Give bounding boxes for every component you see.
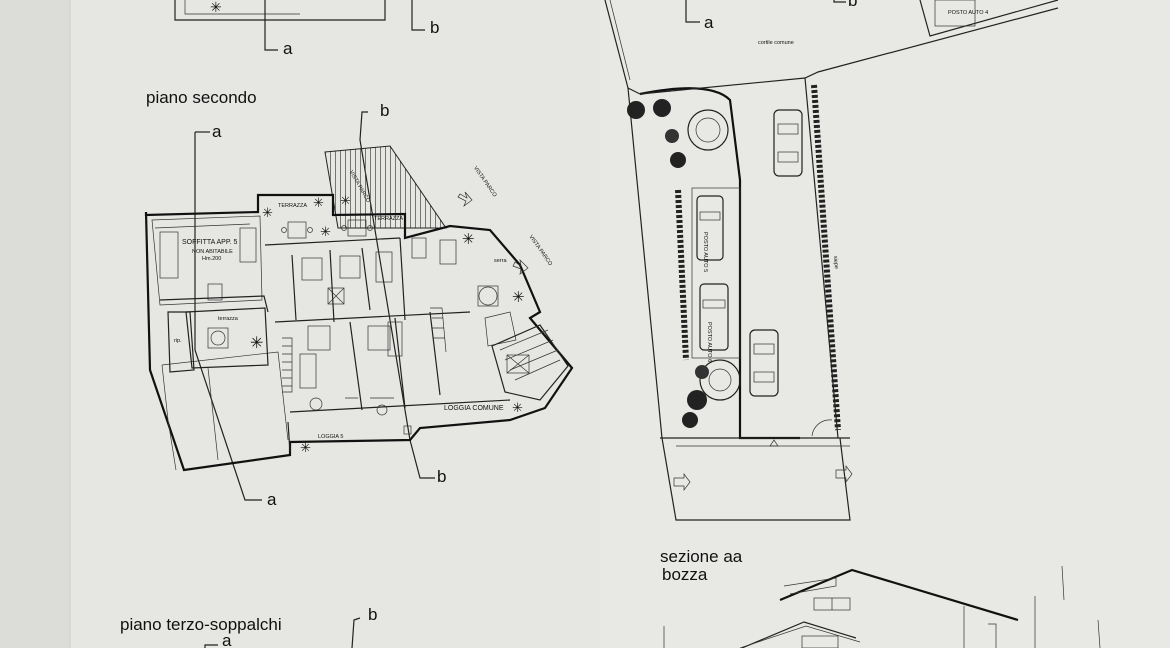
section-marker-a-bottom: a <box>222 631 232 648</box>
loggia-label: LOGGIA 5 <box>318 434 343 440</box>
second-floor-title: piano secondo <box>146 88 257 107</box>
section-title: sezione aa <box>660 547 743 566</box>
upper-plan-fragment: ✳ a b <box>174 0 439 58</box>
svg-text:✳: ✳ <box>300 440 311 455</box>
svg-text:✳: ✳ <box>512 400 523 415</box>
section-marker-a-left-bottom: a <box>267 490 277 509</box>
section-marker-a-left-top: a <box>212 122 222 141</box>
section-subtitle: bozza <box>662 565 708 584</box>
svg-text:✳: ✳ <box>210 0 222 15</box>
svg-text:✳: ✳ <box>313 195 324 210</box>
third-floor-title: piano terzo-soppalchi <box>120 615 282 634</box>
common-loggia-label: LOGGIA COMUNE <box>444 405 504 412</box>
svg-text:✳: ✳ <box>262 205 273 220</box>
svg-text:✳: ✳ <box>512 289 525 306</box>
terrace-1-label: TERRAZZA <box>278 203 307 209</box>
section-marker-b-left-top: b <box>380 101 389 120</box>
section-marker-a-top: a <box>283 39 293 58</box>
svg-text:✳: ✳ <box>340 193 351 208</box>
courtyard-label: cortile comune <box>758 40 794 46</box>
attic-note: NON ABITABILE <box>192 249 233 255</box>
hedge-label: siepe <box>832 256 839 270</box>
parking-6-label: POSTO AUTO 6 <box>706 322 712 362</box>
svg-text:✳: ✳ <box>320 224 331 239</box>
third-floor-plan: piano terzo-soppalchi a b <box>120 605 377 648</box>
svg-text:✳: ✳ <box>462 231 475 248</box>
site-plan: a b POSTO AUTO 4 cortile comune siepe <box>604 0 1059 521</box>
svg-text:✳: ✳ <box>250 335 263 352</box>
terrace-2-label: TERRAZZA <box>374 216 403 222</box>
section-marker-a-site: a <box>704 13 714 32</box>
hedge-row <box>675 84 841 431</box>
section-marker-b-site: b <box>848 0 857 10</box>
section-marker-b-bottom: b <box>368 605 377 624</box>
section-marker-b-left-bottom: b <box>437 467 446 486</box>
storage-label: rip. <box>174 338 182 344</box>
serra-label: serra <box>494 258 507 264</box>
section-aa-drawing: sezione aa bozza <box>660 547 1101 648</box>
parking-5-label: POSTO AUTO 5 <box>702 232 708 272</box>
terrace-small-label: terrazza <box>218 316 239 322</box>
attic-height: Hm.200 <box>202 256 221 262</box>
parking-4-label: POSTO AUTO 4 <box>948 10 988 16</box>
attic-label: SOFFITTA APP. 5 <box>182 239 237 246</box>
second-floor-plan: piano secondo a a b b VISTA PARCO SOFFIT… <box>144 88 574 509</box>
section-marker-b-top: b <box>430 18 439 37</box>
